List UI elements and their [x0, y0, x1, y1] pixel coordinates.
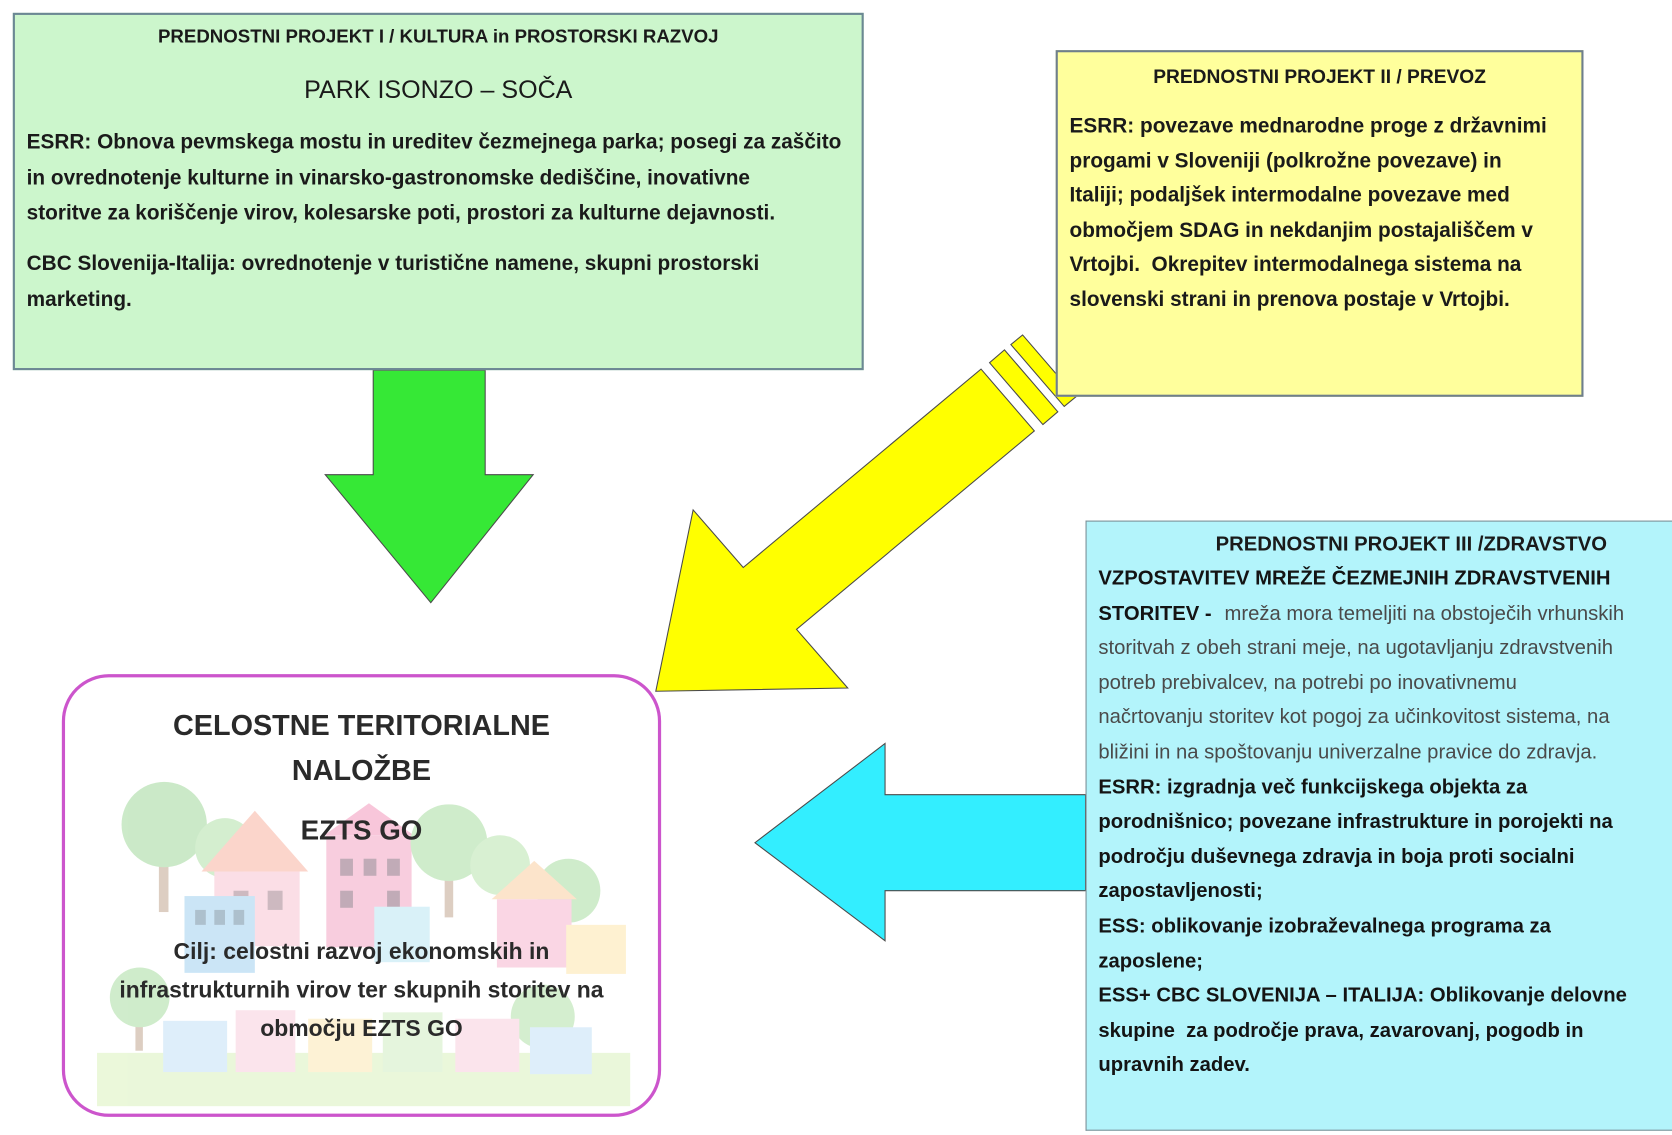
central-title-line: CELOSTNE TERITORIALNE	[172, 709, 550, 742]
text-line: območjem SDAG in nekdanjim postajališčem…	[1069, 218, 1533, 242]
tree	[109, 781, 255, 1051]
project-3-title-line: STORITEV -	[1098, 602, 1212, 625]
project-1-header: PREDNOSTNI PROJEKT I / KULTURA in PROSTO…	[157, 25, 719, 47]
project-3-measure-line: zapostavljenosti;	[1098, 880, 1263, 903]
project-3-header: PREDNOSTNI PROJEKT III /ZDRAVSTVO	[1215, 533, 1607, 556]
building	[184, 896, 430, 973]
house	[201, 810, 309, 947]
central-goal: Cilj: celostni razvoj ekonomskih in infr…	[65, 932, 658, 1047]
central-subtitle: EZTS GO	[300, 813, 423, 846]
text-line: slovenski strani in prenova postaje v Vr…	[1069, 287, 1510, 312]
text-line: Vrtojbi. Okrepitev intermodalnega sistem…	[1069, 253, 1522, 277]
project-3-measure-line: ESRR: izgradnja več funkcijskega objekta…	[1098, 776, 1528, 799]
project-3-description-line: potreb prebivalcev, na potrebi po inovat…	[1098, 671, 1517, 695]
goal-line: Cilj: celostni razvoj ekonomskih in	[173, 938, 550, 965]
cyan-project-box: PREDNOSTNI PROJEKT III /ZDRAVSTVO VZPOST…	[1085, 520, 1672, 1131]
central-title-line: NALOŽBE	[291, 754, 432, 787]
project-3-measure-line: zaposlene;	[1098, 949, 1204, 973]
project-1-paragraph-cbc: CBC Slovenija-Italija: ovrednotenje v tu…	[27, 246, 760, 317]
project-3-paragraph: VZPOSTAVITEV MREŽE ČEZMEJNIH ZDRAVSTVENI…	[1098, 562, 1627, 1084]
yellow-project-box: PREDNOSTNI PROJEKT II / PREVOZ ESRR: pov…	[1055, 50, 1584, 397]
project-3-measure-line: ESS: oblikovanje izobraževalnega program…	[1098, 915, 1551, 938]
building	[324, 803, 414, 948]
house	[491, 860, 626, 974]
text-line: ESRR: povezave mednarodne proge z državn…	[1069, 114, 1547, 138]
project-3-measure-line: skupine za področje prava, zavarovanj, p…	[1098, 1019, 1584, 1042]
text-line: progami v Sloveniji (polkrožne povezave)…	[1069, 148, 1502, 173]
central-goal-box: CELOSTNE TERITORIALNE NALOŽBE EZTS GO Ci…	[61, 674, 662, 1117]
central-title: CELOSTNE TERITORIALNE NALOŽBE	[65, 703, 658, 793]
text-line: STORITEV - mreža mora temeljiti na obstoj…	[1098, 597, 1627, 632]
town-illustration	[97, 781, 631, 1107]
text-line: CBC Slovenija-Italija: ovrednotenje v tu…	[26, 251, 760, 276]
project-3-description-line: mreža mora temeljiti na obstoječih vrhun…	[1224, 602, 1625, 625]
project-1-title: PARK ISONZO – SOČA	[304, 75, 573, 104]
text-line: storitve za koriščenje virov, kolesarske…	[26, 201, 776, 226]
project-1-paragraph-esrr: ESRR: Obnova pevmskega mostu in ureditev…	[27, 125, 842, 232]
tree	[410, 804, 601, 1049]
project-2-paragraph: ESRR: povezave mednarodne proge z državn…	[1070, 109, 1547, 318]
project-3-measure-line: upravnih zadev.	[1098, 1054, 1250, 1077]
project-3-description-line: načrtovanju storitev kot pogoj za učinko…	[1098, 706, 1610, 729]
project-3-measure-line: področju duševnega zdravja in boja proti…	[1098, 845, 1575, 869]
green-project-box: PREDNOSTNI PROJEKT I / KULTURA in PROSTO…	[12, 12, 864, 371]
goal-line: območju EZTS GO	[260, 1015, 463, 1042]
text-line: Italiji; podaljšek intermodalne povezave…	[1069, 183, 1510, 208]
ground	[97, 1052, 631, 1107]
green-arrow	[324, 369, 535, 604]
yellow-arrow	[655, 368, 1036, 692]
project-3-description-line: storitvah z obeh strani meje, na ugotavl…	[1098, 637, 1613, 660]
project-3-measure-line: porodnišnico; povezane infrastrukture in…	[1098, 810, 1613, 834]
project-2-header: PREDNOSTNI PROJEKT II / PREVOZ	[1153, 66, 1486, 88]
goal-line: infrastrukturnih virov ter skupnih stori…	[119, 977, 604, 1003]
house-row	[163, 1010, 592, 1075]
text-line: in ovrednotenje kulturne in vinarsko-gas…	[26, 165, 750, 190]
project-3-description-line: bližini in na spoštovanju univerzalne pr…	[1098, 741, 1598, 764]
cyan-arrow	[754, 742, 1087, 942]
text-line: ESRR: Obnova pevmskega mostu in ureditev…	[26, 130, 842, 154]
text-line: marketing.	[26, 287, 132, 311]
project-3-title-line: VZPOSTAVITEV MREŽE ČEZMEJNIH ZDRAVSTVENI…	[1098, 567, 1611, 590]
project-3-measure-line: ESS+ CBC SLOVENIJA – ITALIJA: Oblikovanj…	[1098, 984, 1627, 1008]
yellow-arrow-stripe	[988, 349, 1059, 426]
